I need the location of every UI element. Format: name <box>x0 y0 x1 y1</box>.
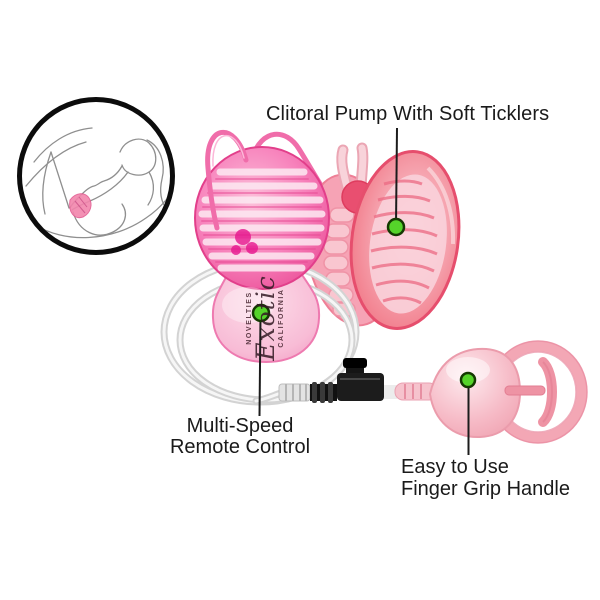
callout-line-remote <box>258 315 262 417</box>
remote-dome-rib-shadows <box>201 178 323 263</box>
callout-line-pump <box>395 127 398 225</box>
air-valve-connector <box>278 358 438 403</box>
callout-dot-remote <box>251 303 271 323</box>
remote-dome-ribs <box>198 168 326 272</box>
callout-dot-handle <box>459 371 477 389</box>
callout-label-remote: Multi-Speed Remote Control <box>140 416 340 458</box>
power-cord-left-loop <box>205 129 249 231</box>
barb-ridges <box>312 382 333 403</box>
wing-highlight <box>426 166 456 245</box>
device-in-use-highlight <box>69 193 92 219</box>
valve-cap <box>343 358 367 368</box>
butterfly-wing-inner <box>369 174 447 314</box>
pink-tube-ribs <box>404 384 422 399</box>
callout-label-remote-line1: Multi-Speed <box>186 415 294 437</box>
callout-label-handle-line2: Finger Grip Handle <box>401 478 570 500</box>
usage-illustration-circle <box>17 97 175 255</box>
callout-label-pump: Clitoral Pump With Soft Ticklers <box>266 103 550 125</box>
butterfly-tickler-ridges <box>370 179 438 305</box>
clear-adapter-ribs <box>285 384 307 401</box>
usage-illustration-sketch <box>25 127 168 239</box>
bulb-highlight <box>446 357 490 383</box>
callout-dot-pump <box>386 217 406 237</box>
callout-geometry <box>251 127 477 455</box>
valve-body <box>337 373 384 401</box>
callout-label-handle: Easy to Use Finger Grip Handle <box>401 456 570 500</box>
remote-dome-cluster <box>231 229 258 255</box>
callout-label-remote-line2: Remote Control <box>169 436 311 458</box>
callout-label-handle-line1: Easy to Use <box>401 456 509 478</box>
plunger <box>504 357 557 427</box>
finger-grip-handle <box>428 340 588 444</box>
clear-nub <box>384 385 397 399</box>
remote-control <box>194 146 330 364</box>
